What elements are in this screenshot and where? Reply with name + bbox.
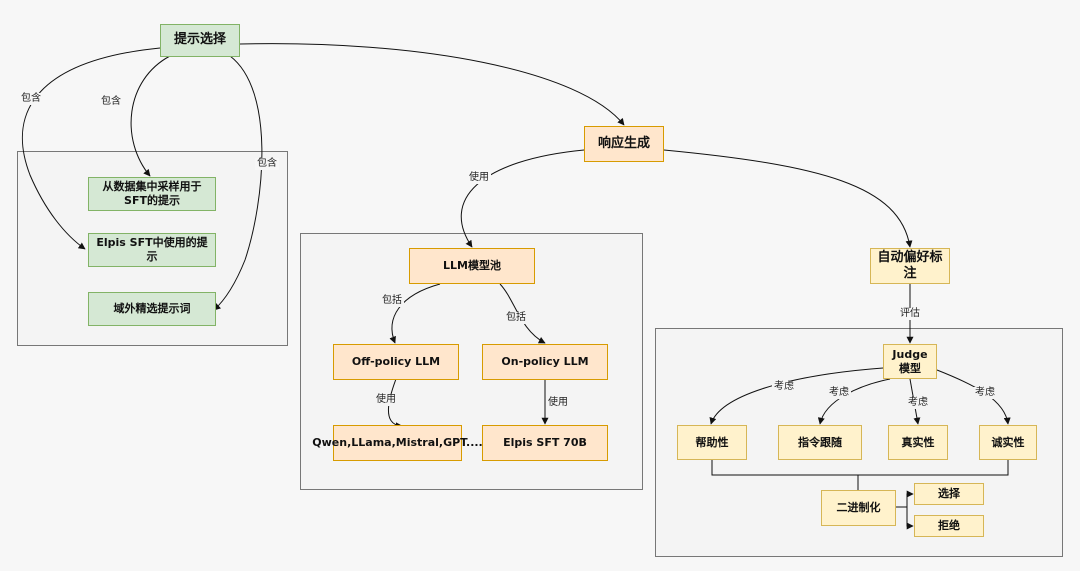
truthfulness-node[interactable]: 真实性 bbox=[888, 425, 948, 460]
edge-label-consider: 考虑 bbox=[772, 381, 796, 393]
sampled-sft-prompts-node[interactable]: 从数据集中采样用于SFT的提示 bbox=[88, 177, 216, 211]
helpfulness-node[interactable]: 帮助性 bbox=[677, 425, 747, 460]
off-policy-models-node[interactable]: Qwen,LLama,Mistral,GPT.... bbox=[312, 425, 483, 461]
edge-off-to-models bbox=[387, 378, 403, 430]
edge-binary-to-chosen bbox=[896, 490, 914, 508]
edge-prompt-to-sampled bbox=[130, 55, 171, 177]
llm-pool-node[interactable]: LLM模型池 bbox=[409, 248, 535, 284]
edge-label-consider: 考虑 bbox=[973, 387, 997, 399]
edge-binary-to-rejected bbox=[896, 506, 914, 530]
edge-judge-to-instr bbox=[817, 378, 891, 425]
edge-response-to-pool bbox=[460, 149, 585, 248]
edge-label-consider: 考虑 bbox=[827, 387, 851, 399]
prompt-selection-node[interactable]: 提示选择 bbox=[160, 24, 240, 57]
edge-label-use: 使用 bbox=[546, 397, 570, 409]
edge-label-contains: 包含 bbox=[19, 93, 43, 105]
edge-label-include: 包括 bbox=[380, 295, 404, 307]
edge-label-evaluate: 评估 bbox=[898, 308, 922, 320]
binarization-node[interactable]: 二进制化 bbox=[821, 490, 896, 526]
edge-label-use: 使用 bbox=[374, 394, 398, 406]
ood-prompts-node[interactable]: 域外精选提示词 bbox=[88, 292, 216, 326]
edge-label-use: 使用 bbox=[467, 172, 491, 184]
edge-prompt-to-ood bbox=[213, 55, 263, 311]
chosen-node[interactable]: 选择 bbox=[914, 483, 984, 505]
off-policy-node[interactable]: Off-policy LLM bbox=[333, 344, 459, 380]
honesty-node[interactable]: 诚实性 bbox=[979, 425, 1037, 460]
edge-response-to-auto bbox=[663, 149, 913, 248]
auto-annotation-node[interactable]: 自动偏好标注 bbox=[870, 248, 950, 284]
edge-label-include: 包括 bbox=[504, 312, 528, 324]
edge-label-contains: 包含 bbox=[99, 96, 123, 108]
instruction-following-node[interactable]: 指令跟随 bbox=[778, 425, 862, 460]
edge-prompt-to-elpis bbox=[21, 47, 161, 250]
response-generation-node[interactable]: 响应生成 bbox=[584, 126, 664, 162]
on-policy-node[interactable]: On-policy LLM bbox=[482, 344, 608, 380]
edge-label-consider: 考虑 bbox=[906, 397, 930, 409]
edge-prompt-to-response bbox=[239, 43, 625, 126]
edge-label-contains: 包含 bbox=[255, 158, 279, 170]
elpis-sft-70b-node[interactable]: Elpis SFT 70B bbox=[482, 425, 608, 461]
edge-judge-to-help bbox=[709, 367, 884, 425]
judge-model-node[interactable]: Judge模型 bbox=[883, 344, 937, 379]
elpis-sft-prompts-node[interactable]: Elpis SFT中使用的提示 bbox=[88, 233, 216, 267]
rejected-node[interactable]: 拒绝 bbox=[914, 515, 984, 537]
merge-bracket bbox=[711, 460, 1009, 476]
edge-pool-to-off bbox=[389, 283, 441, 344]
